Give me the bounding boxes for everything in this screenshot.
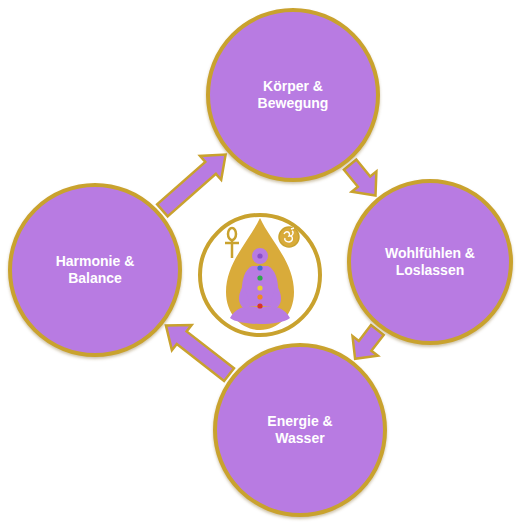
node-label: Energie & Wasser [244, 413, 356, 448]
block-arrow [353, 325, 384, 359]
process-circle: Körper & Bewegung [206, 8, 380, 182]
meditating-figure [230, 248, 290, 324]
node-label: Wohlfühlen & Loslassen [374, 245, 486, 280]
process-circle: Harmonie & Balance [8, 183, 182, 357]
om-symbol [279, 227, 299, 247]
block-arrow [166, 325, 234, 381]
node-label: Harmonie & Balance [39, 253, 151, 288]
center-circle [200, 215, 320, 335]
block-arrow [344, 160, 377, 196]
process-circle: Wohlfühlen & Loslassen [347, 179, 513, 345]
node-label: Körper & Bewegung [237, 78, 349, 113]
chakra-dots [257, 253, 262, 308]
process-circle: Energie & Wasser [213, 343, 387, 517]
block-arrow [157, 155, 226, 217]
ankh-symbol [225, 228, 239, 258]
